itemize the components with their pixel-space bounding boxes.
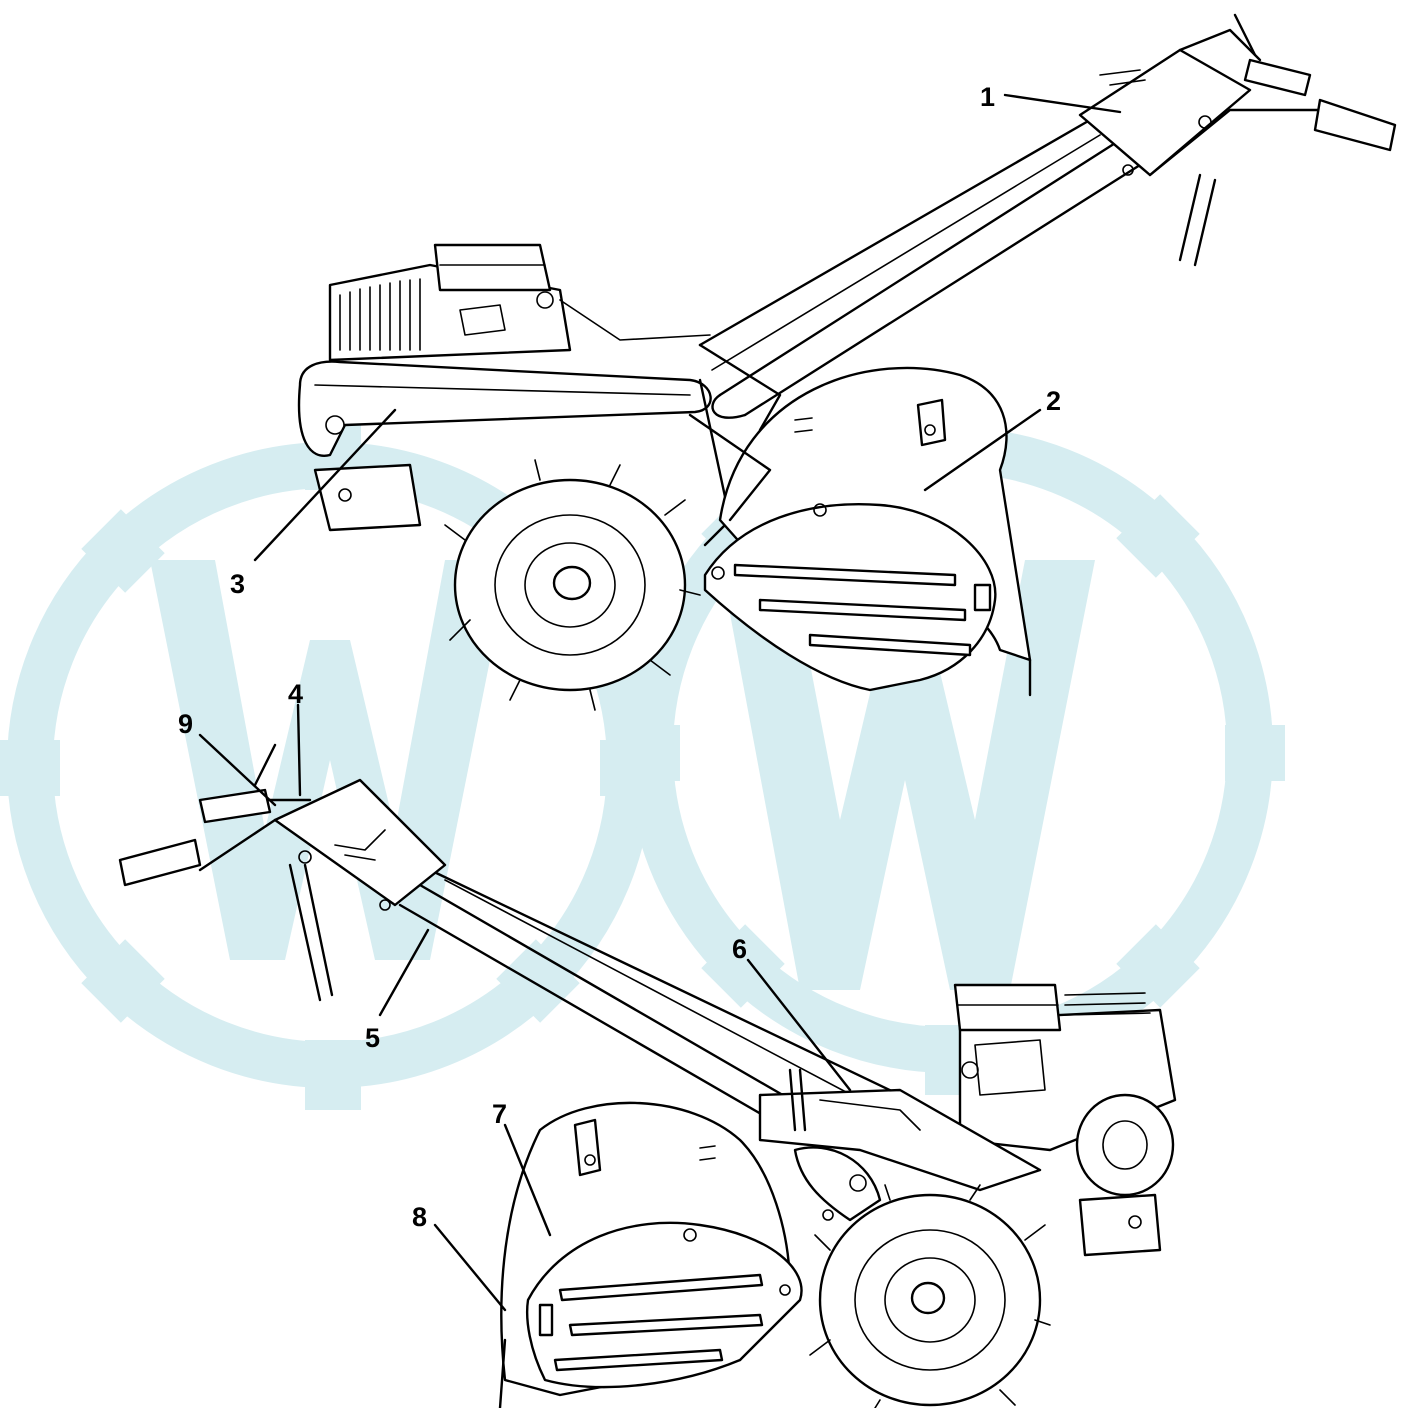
handle-assembly-top <box>698 13 1397 419</box>
leader-line-7 <box>503 1123 552 1237</box>
callout-1: 1 <box>980 82 995 112</box>
leader-line-2 <box>923 408 1042 492</box>
watermark-gear-right <box>620 405 1285 1095</box>
callout-5: 5 <box>365 1023 380 1053</box>
callout-8: 8 <box>412 1202 427 1232</box>
tine-shield-top <box>703 366 1032 697</box>
leader-line-3 <box>253 408 397 562</box>
engine-bottom <box>953 983 1177 1257</box>
callout-labels: 1 2 3 4 5 6 7 8 9 <box>178 82 1061 1232</box>
handle-assembly-bottom <box>118 743 902 1134</box>
tiller-top-view <box>297 13 1397 711</box>
wheel-top <box>444 459 701 711</box>
callout-6: 6 <box>732 934 747 964</box>
callout-2: 2 <box>1046 386 1061 416</box>
callout-4: 4 <box>288 679 303 709</box>
leader-line-4 <box>296 703 302 797</box>
wheel-bottom <box>809 1184 1051 1408</box>
frame-bottom <box>758 1068 1042 1222</box>
chain-case-top <box>297 360 732 547</box>
leader-line-9 <box>198 733 277 807</box>
leader-line-8 <box>433 1223 507 1312</box>
handle-grip-left-bottom <box>118 838 202 887</box>
handle-grip-right-bottom <box>198 788 272 824</box>
leader-lines <box>198 93 1122 1312</box>
tiller-bottom-view <box>118 743 1177 1408</box>
handle-grip-left-top <box>1243 58 1312 97</box>
callout-9: 9 <box>178 709 193 739</box>
handle-grip-right-top <box>1313 98 1397 152</box>
leader-line-6 <box>746 958 852 1092</box>
callout-3: 3 <box>230 569 245 599</box>
tine-shield-bottom <box>498 1101 803 1408</box>
engine-top <box>328 243 711 362</box>
leader-line-1 <box>1003 93 1122 114</box>
callout-7: 7 <box>492 1099 507 1129</box>
leader-line-5 <box>378 928 430 1017</box>
